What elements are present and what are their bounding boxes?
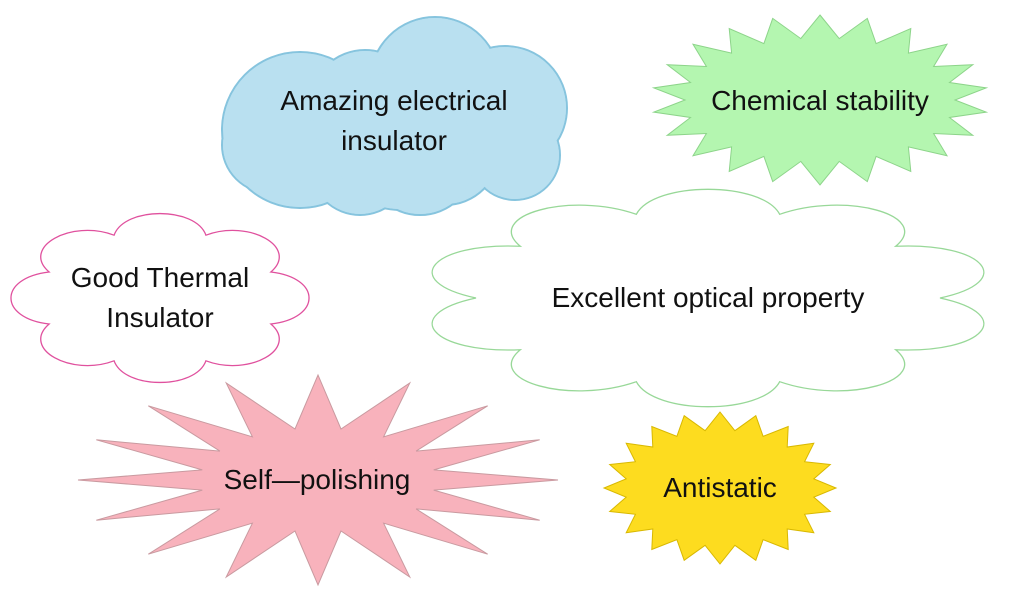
optical-property-flower [431, 188, 985, 408]
thermal-insulator-flower [10, 212, 310, 384]
chemical-stability-label: Chemical stability [711, 85, 929, 116]
antistatic-label: Antistatic [663, 472, 777, 503]
electrical-insulator-label: Amazing electrical insulator [280, 81, 507, 161]
label-line: Amazing electrical [280, 85, 508, 116]
optical-property-label: Excellent optical property [551, 282, 865, 313]
cloud-shape-fill [223, 98, 317, 192]
thermal-insulator-label: Good Thermal Insulator [71, 258, 249, 338]
label-line: insulator [341, 125, 447, 156]
self-polishing-starburst [77, 373, 559, 587]
cloud-shape-fill [331, 71, 469, 209]
chemical-stability-starburst [651, 14, 989, 186]
antistatic-starburst [602, 411, 838, 565]
self-polishing-label: Self—polishing [223, 464, 411, 495]
label-line: Good Thermal [70, 262, 250, 293]
label-line: Insulator [106, 302, 214, 333]
